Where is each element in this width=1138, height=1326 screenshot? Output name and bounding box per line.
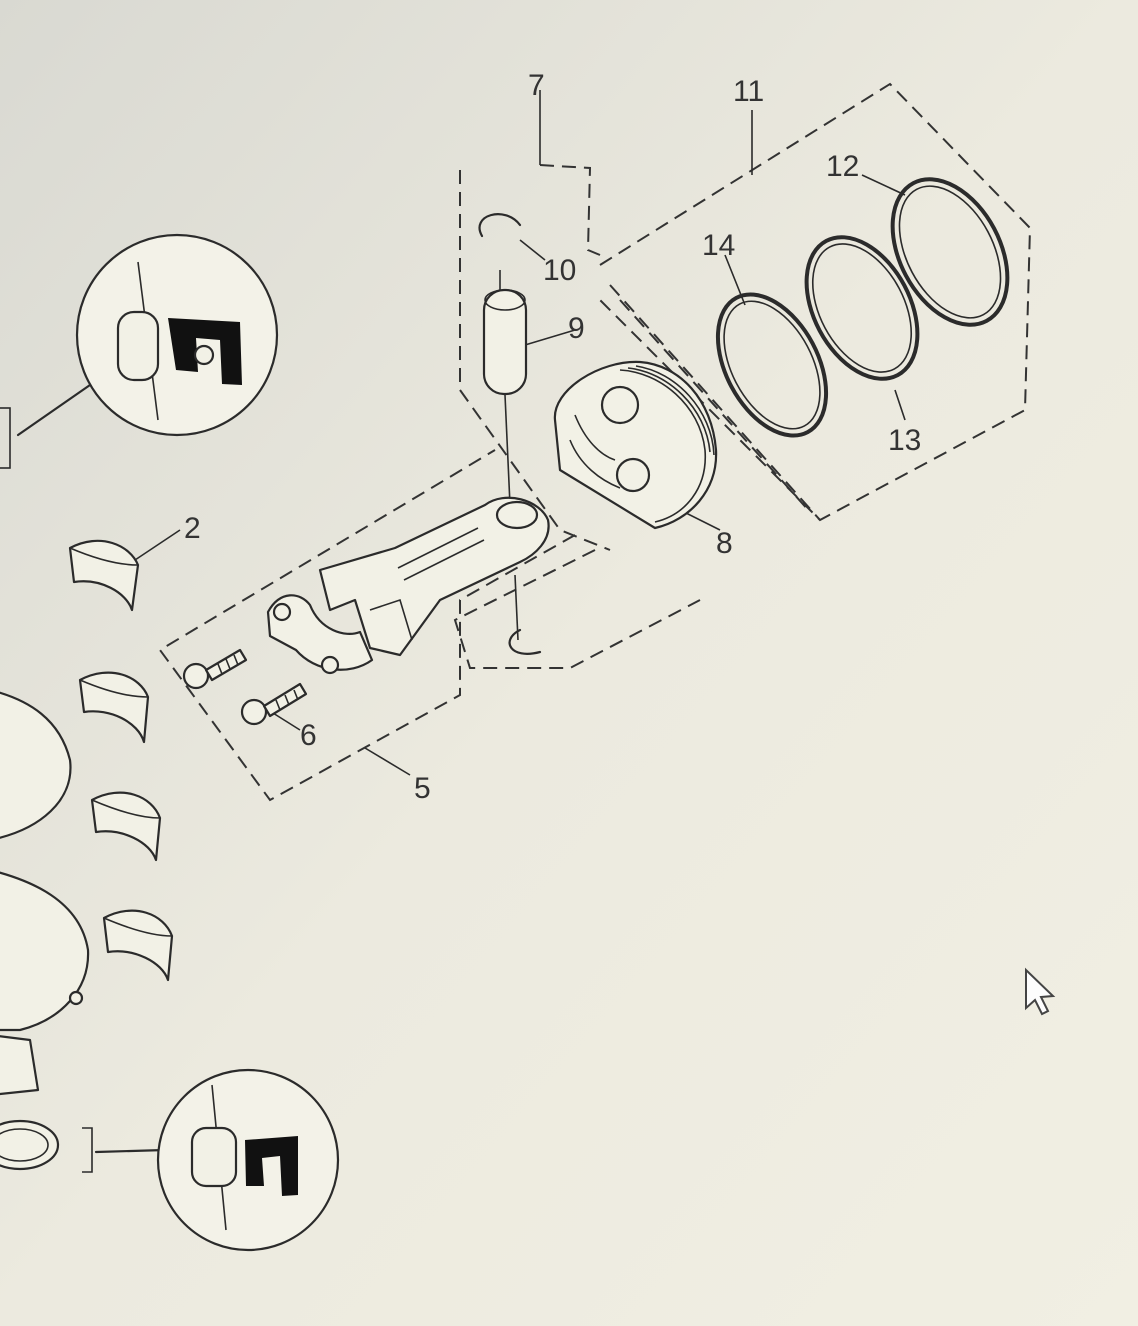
group-outline-8-lower: [453, 549, 701, 669]
bearing-shell-3: [90, 791, 162, 862]
rod-cap: [266, 594, 374, 675]
callout-7: 7: [528, 69, 545, 102]
detail-magnifier-top: [0, 233, 279, 469]
callout-12: 12: [826, 150, 859, 183]
group-outline-7-left: [459, 170, 611, 551]
piston-pin: [482, 288, 528, 396]
group-outline-5: [158, 449, 576, 802]
piston-ring-14: [715, 292, 829, 438]
callout-9: 9: [568, 312, 585, 345]
piston-ring-12: [890, 177, 1010, 327]
detail-magnifier-bottom: [82, 1068, 340, 1252]
bearing-shell-1: [68, 539, 140, 612]
callout-5: 5: [414, 772, 431, 805]
circlip-top: [478, 213, 522, 238]
bearing-shell-4: [102, 909, 174, 982]
group-outline-11-inner: [609, 284, 821, 521]
piston: [553, 360, 718, 530]
callout-8: 8: [716, 527, 733, 560]
crankshaft-partial: [0, 691, 90, 1171]
connecting-rod: [318, 496, 550, 657]
rod-bolt-lower: [240, 682, 308, 726]
callout-2: 2: [184, 512, 201, 545]
callout-10: 10: [543, 254, 576, 287]
group-outline-7-top: [539, 164, 601, 256]
arrow-cursor-icon: [1025, 967, 1056, 1016]
callout-14: 14: [702, 229, 735, 262]
piston-ring-13: [804, 235, 920, 381]
circlip-bottom: [508, 628, 542, 655]
rod-bolt-upper: [182, 648, 248, 690]
callout-11: 11: [733, 75, 764, 108]
callout-6: 6: [300, 719, 317, 752]
bearing-shell-2: [78, 671, 150, 744]
callout-13: 13: [888, 424, 921, 457]
